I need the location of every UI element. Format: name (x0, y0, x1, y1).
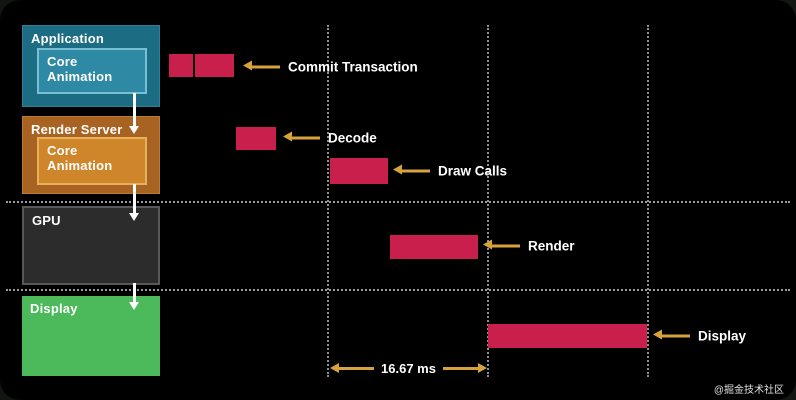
gpu-box-label: GPU (32, 213, 61, 228)
timeline-bar-decode (236, 127, 276, 150)
arrow-left-icon (243, 60, 280, 71)
callout-label: Display (698, 328, 747, 344)
callout-label: Draw Calls (438, 163, 508, 179)
timeline-bar-draw-calls (330, 158, 388, 184)
callout-draw-calls: Draw Calls (393, 164, 507, 179)
timeline-bar-display (488, 324, 647, 348)
flow-arrow-down-icon (129, 283, 139, 310)
frame-duration-arrow-icon: 16.67 ms (330, 360, 487, 377)
application-box-label: Application (31, 31, 104, 46)
arrow-left-icon (483, 239, 520, 250)
callout-commit-transaction: Commit Transaction (243, 60, 418, 75)
display-box-label: Display (30, 301, 78, 316)
callout-display: Display (653, 329, 746, 344)
callout-decode: Decode (283, 131, 377, 146)
arrow-left-icon (653, 329, 690, 340)
flow-arrow-down-icon (129, 93, 139, 134)
timeline-bar-render (390, 235, 478, 259)
frame-duration-label: 16.67 ms (374, 360, 443, 377)
timeline-bar-commit-transaction-1 (169, 54, 193, 77)
callout-render: Render (483, 239, 575, 254)
application-core-animation-label: Core Animation (47, 54, 113, 84)
gpu-box: GPU (22, 206, 160, 285)
application-box: Application Core Animation (22, 25, 160, 107)
render-server-core-animation-box: Core Animation (37, 137, 147, 185)
callout-label: Decode (328, 130, 377, 146)
callout-label: Commit Transaction (288, 59, 418, 75)
arrow-left-icon (393, 164, 430, 175)
flow-arrow-down-icon (129, 184, 139, 221)
render-server-box-label: Render Server (31, 122, 123, 137)
render-server-core-animation-label: Core Animation (47, 143, 113, 173)
frame-boundary-line-1 (327, 25, 329, 377)
frame-boundary-line-3 (647, 25, 649, 377)
callout-label: Render (528, 238, 575, 254)
watermark: @掘金技术社区 (713, 385, 784, 396)
application-core-animation-box: Core Animation (37, 48, 147, 94)
section-divider-line-display (6, 289, 790, 291)
render-server-box: Render Server Core Animation (22, 116, 160, 194)
frame-boundary-line-2 (487, 25, 489, 377)
timeline-bar-commit-transaction-2 (195, 54, 234, 77)
section-divider-line-gpu (6, 201, 790, 203)
arrow-left-icon (283, 131, 320, 142)
display-box: Display (22, 296, 160, 376)
